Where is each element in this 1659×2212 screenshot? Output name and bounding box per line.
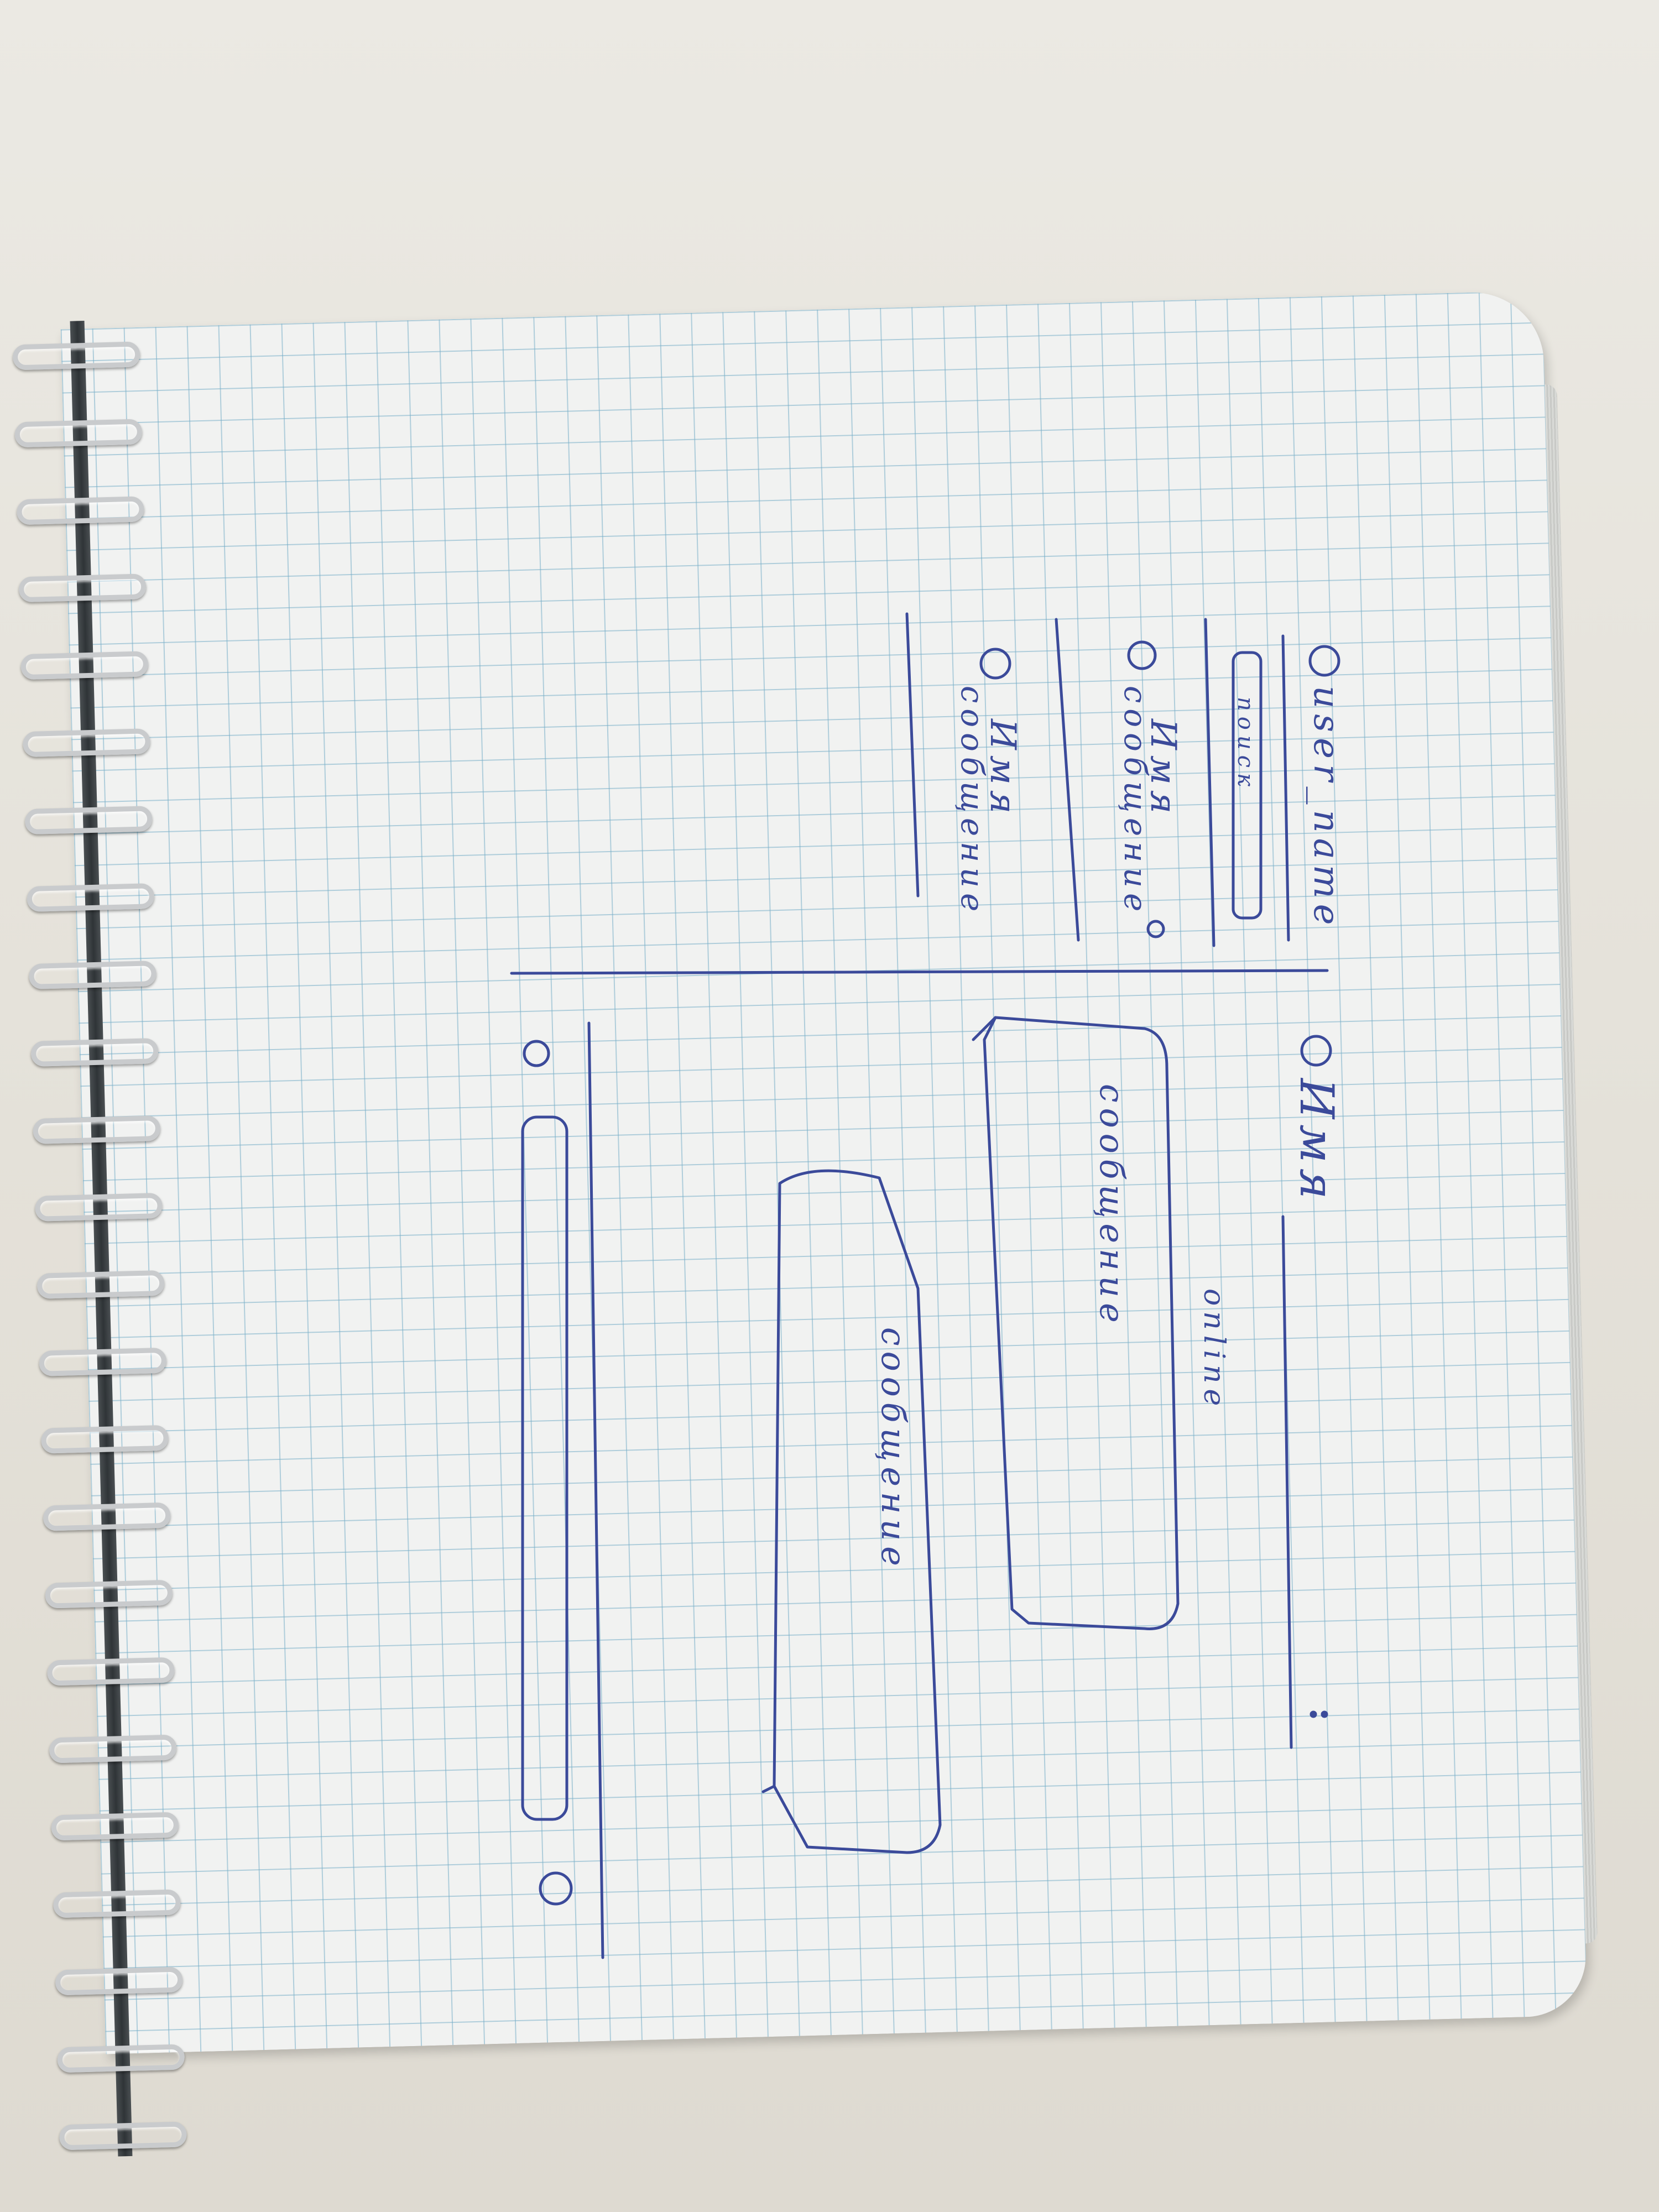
user-circle-icon [1308, 645, 1340, 677]
sidebar-header-divider [1281, 634, 1290, 942]
send-icon [539, 1871, 573, 1906]
incoming-message-text: сообщение [1092, 1084, 1131, 1328]
chat-divider [1055, 618, 1080, 942]
incoming-bubble [983, 1016, 1180, 1630]
chat-status: online [1197, 1288, 1230, 1412]
outgoing-message-text: сообщение [874, 1327, 912, 1572]
input-area-divider [587, 1021, 604, 1959]
message-input-box [521, 1115, 568, 1821]
avatar-circle-icon [1300, 1035, 1332, 1067]
avatar-circle-icon [1127, 640, 1157, 670]
chat-divider [1204, 618, 1215, 947]
chat-item-preview: сообщение [954, 686, 990, 917]
outgoing-bubble-tail [761, 1785, 776, 1793]
more-vertical-icon [1321, 1710, 1328, 1718]
avatar-circle-icon [979, 648, 1011, 680]
outgoing-bubble [773, 1169, 942, 1854]
unread-badge-icon [1146, 920, 1165, 938]
chat-item-preview: сообщение [1117, 686, 1153, 917]
search-placeholder: поиск [1233, 697, 1258, 792]
chat-header-divider [1281, 1215, 1293, 1749]
chat-title-name: Имя [1290, 1078, 1344, 1205]
chat-divider [905, 612, 920, 898]
panel-divider [510, 969, 1329, 975]
sidebar-username: user_name [1306, 686, 1347, 931]
incoming-bubble-tail [972, 1016, 997, 1041]
attach-icon [523, 1040, 550, 1067]
search-box [1232, 651, 1262, 920]
